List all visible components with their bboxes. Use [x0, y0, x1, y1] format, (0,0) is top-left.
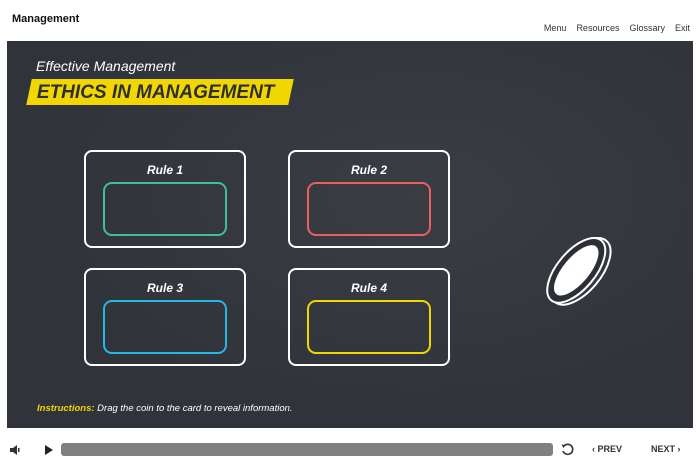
slide-title-banner: ETHICS IN MANAGEMENT — [26, 79, 294, 105]
player-controls: ‹ PREV NEXT › — [0, 440, 700, 460]
card-label: Rule 1 — [146, 163, 183, 177]
slide-stage: Effective Management ETHICS IN MANAGEMEN… — [7, 41, 693, 428]
card-label: Rule 2 — [350, 163, 387, 177]
rule-card-1[interactable]: Rule 1 — [84, 150, 246, 248]
drop-slot[interactable] — [103, 182, 227, 236]
course-title: Management — [12, 13, 80, 25]
top-nav: Menu Resources Glossary Exit — [544, 23, 690, 33]
draggable-coin-icon[interactable] — [532, 226, 622, 316]
chevron-left-icon: ‹ — [592, 444, 598, 454]
card-label: Rule 3 — [146, 281, 183, 295]
rule-card-4[interactable]: Rule 4 — [288, 268, 450, 366]
progress-bar[interactable] — [61, 443, 553, 456]
card-label: Rule 4 — [350, 281, 387, 295]
glossary-link[interactable]: Glossary — [629, 23, 665, 33]
replay-icon[interactable] — [561, 443, 574, 456]
drop-slot[interactable] — [103, 300, 227, 354]
instructions-text: Drag the coin to the card to reveal info… — [94, 403, 293, 414]
rule-card-3[interactable]: Rule 3 — [84, 268, 246, 366]
resources-link[interactable]: Resources — [576, 23, 620, 33]
drop-slot[interactable] — [307, 182, 431, 236]
next-label: NEXT — [651, 444, 676, 454]
menu-link[interactable]: Menu — [543, 23, 567, 33]
slide-subtitle: Effective Management — [36, 58, 176, 74]
slide-title: ETHICS IN MANAGEMENT — [36, 82, 275, 103]
chevron-right-icon: › — [675, 444, 681, 454]
volume-icon[interactable] — [10, 445, 21, 455]
prev-label: PREV — [597, 444, 623, 454]
rule-card-2[interactable]: Rule 2 — [288, 150, 450, 248]
prev-button[interactable]: ‹ PREV — [592, 444, 622, 454]
exit-link[interactable]: Exit — [674, 23, 690, 33]
drop-slot[interactable] — [307, 300, 431, 354]
next-button[interactable]: NEXT › — [651, 444, 681, 454]
play-icon[interactable] — [45, 445, 53, 455]
instructions-label: Instructions: — [37, 403, 95, 414]
instructions: Instructions: Drag the coin to the card … — [37, 403, 293, 414]
